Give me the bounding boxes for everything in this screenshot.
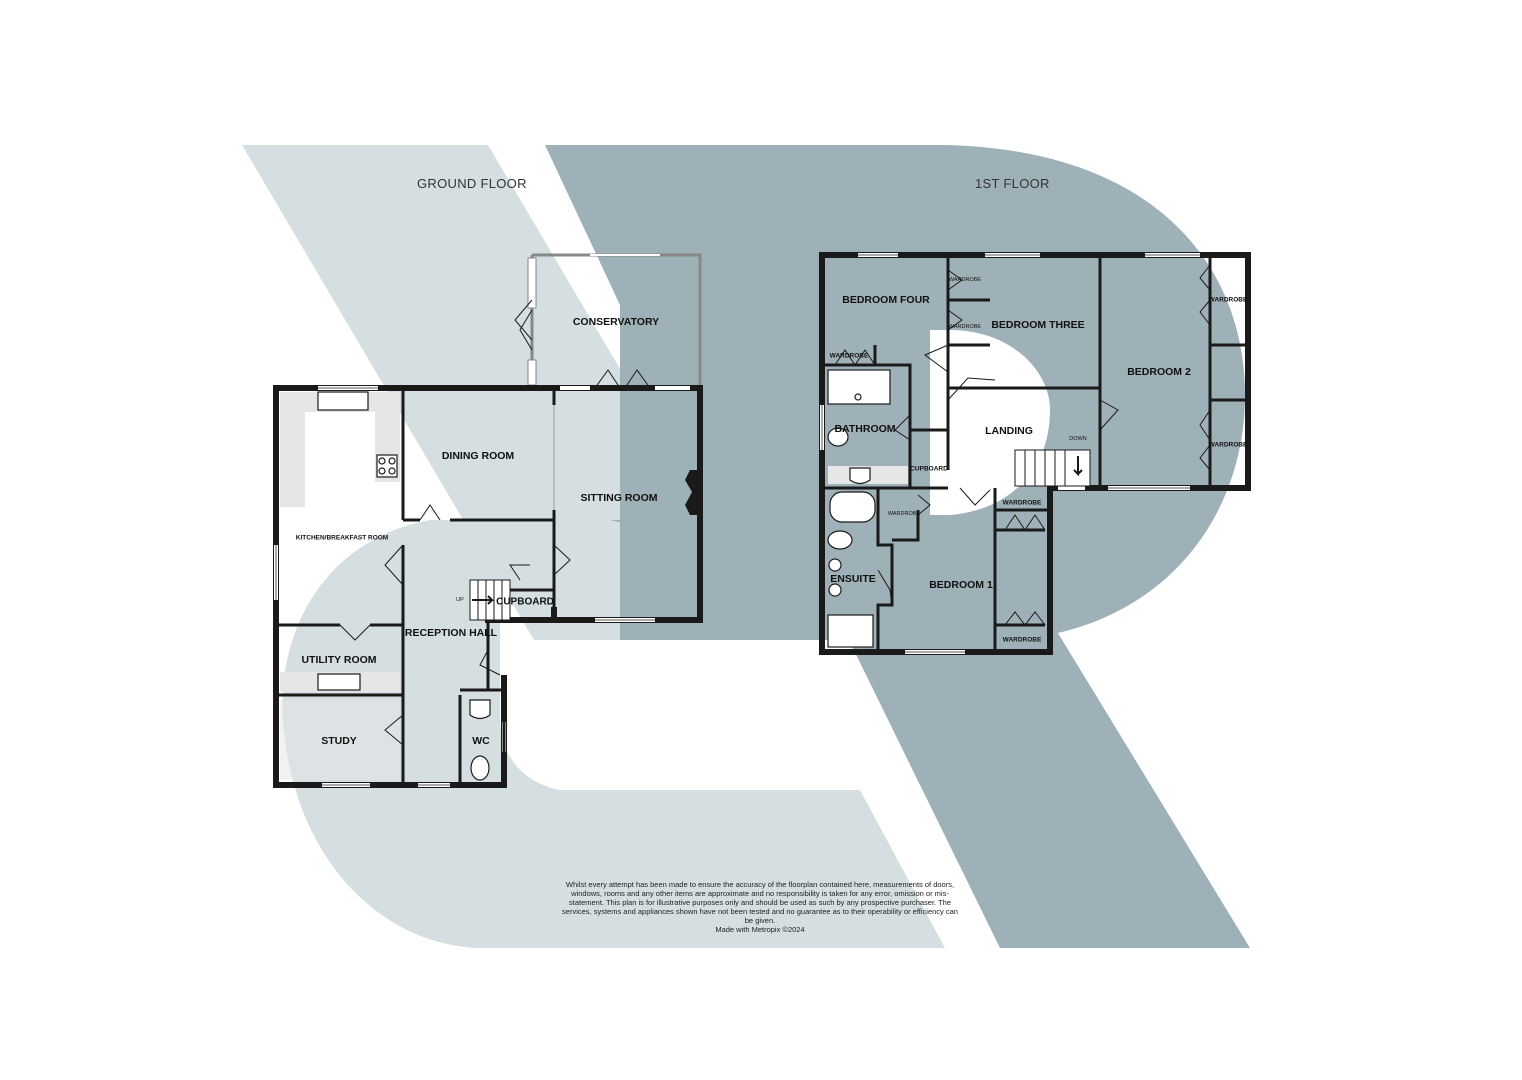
wardrobe-label: WARDROBE — [1002, 499, 1042, 507]
room-label-sitting-room: SITTING ROOM — [580, 492, 658, 504]
wardrobe-label: WARDROBE — [948, 324, 982, 330]
wardrobe-label: WARDROBE — [829, 352, 869, 360]
wardrobe-label: WARDROBE — [948, 277, 982, 283]
room-label-utility-room: UTILITY ROOM — [301, 654, 377, 666]
room-label-ensuite: ENSUITE — [830, 573, 876, 585]
room-label-bedroom-three: BEDROOM THREE — [991, 319, 1085, 331]
room-label-conservatory: CONSERVATORY — [572, 316, 660, 328]
wardrobe-label: WARDROBE — [887, 511, 921, 517]
stair-label-down: DOWN — [1069, 436, 1087, 442]
room-label-bedroom-four: BEDROOM FOUR — [842, 294, 930, 306]
ground-floor-plan — [273, 253, 703, 788]
room-label-study: STUDY — [321, 735, 357, 747]
room-label-kitchen: KITCHEN/BREAKFAST ROOM — [295, 534, 389, 542]
ground-floor-title: GROUND FLOOR — [417, 176, 527, 191]
ground-stairs-icon — [469, 579, 511, 621]
credit-text: Made with Metropix ©2024 — [715, 925, 805, 934]
room-label-bedroom-2: BEDROOM 2 — [1127, 366, 1191, 378]
wardrobe-label: WARDROBE — [1208, 441, 1248, 449]
room-label-cupboard-first: CUPBOARD — [910, 465, 948, 473]
wardrobe-label: WARDROBE — [1002, 636, 1042, 644]
disclaimer-body: Whilst every attempt has been made to en… — [562, 880, 958, 925]
stair-label-up: UP — [456, 597, 464, 603]
room-label-wc: WC — [472, 735, 490, 747]
watermark-logo — [242, 145, 1250, 948]
room-label-reception-hall: RECEPTION HALL — [404, 627, 498, 639]
wardrobe-label: WARDROBE — [1208, 296, 1248, 304]
room-label-bathroom: BATHROOM — [834, 423, 896, 435]
first-stairs-icon — [1014, 449, 1091, 487]
room-label-landing: LANDING — [985, 425, 1033, 437]
first-floor-title: 1ST FLOOR — [975, 176, 1050, 191]
room-label-bedroom-1: BEDROOM 1 — [929, 579, 993, 591]
disclaimer-text: Whilst every attempt has been made to en… — [560, 880, 960, 934]
room-label-cupboard: CUPBOARD — [496, 596, 554, 608]
first-floor-plan — [819, 252, 1251, 655]
room-label-dining-room: DINING ROOM — [441, 450, 515, 462]
